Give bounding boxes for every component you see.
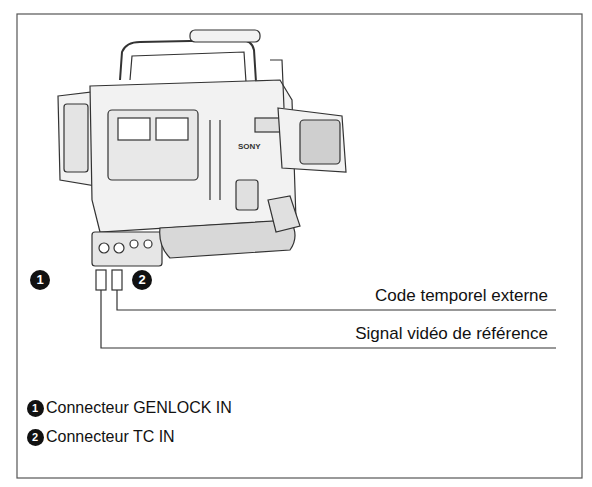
camera-body [58,30,346,266]
callout-number: 2 [27,429,44,446]
callout-number: 1 [30,270,50,290]
signal-label: Code temporel externe [375,287,548,304]
connector-marker [96,270,106,290]
callout-number: 2 [132,270,152,290]
legend-text: Connecteur TC IN [46,429,175,445]
callout-number: 1 [27,400,44,417]
legend-text: Connecteur GENLOCK IN [46,400,232,416]
brand-text: SONY [238,143,261,151]
frame [17,14,582,478]
signal-label: Signal vidéo de référence [355,325,548,342]
connector-marker [112,270,122,290]
